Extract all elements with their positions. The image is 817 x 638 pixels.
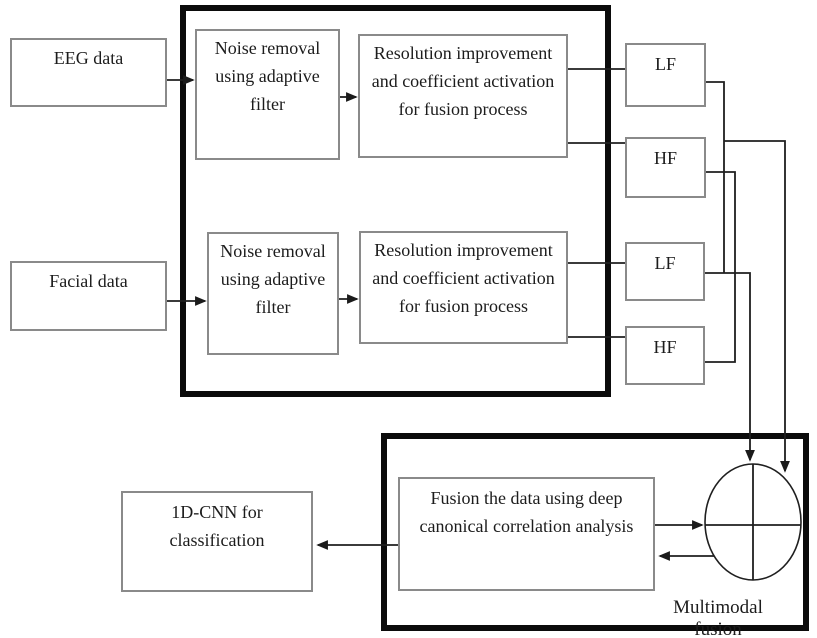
- text-line: for fusion process: [398, 99, 528, 119]
- text-line: using adaptive: [220, 269, 326, 289]
- lf-box-eeg: LF: [625, 43, 706, 107]
- preprocessing-group-box: [180, 5, 611, 397]
- resolution-improvement-box-eeg: Resolution improvement and coefficient a…: [358, 34, 568, 158]
- text-line: and coefficient activation: [372, 268, 555, 288]
- lf-label: LF: [654, 54, 676, 74]
- cnn-classifier-box: 1D-CNN for classification: [121, 491, 313, 592]
- hf-label: HF: [653, 337, 677, 357]
- multimodal-fusion-group-box: [381, 433, 809, 631]
- text-line: and coefficient activation: [371, 71, 555, 91]
- eeg-data-label: EEG data: [53, 48, 124, 68]
- noise-removal-box-facial: Noise removal using adaptive filter: [207, 232, 339, 355]
- text-line: 1D-CNN for: [171, 502, 263, 522]
- text-line: for fusion process: [399, 296, 528, 316]
- text-line: classification: [169, 530, 265, 550]
- text-line: Resolution improvement: [374, 240, 553, 260]
- arrow-routing-to-circle-left: [705, 272, 755, 462]
- text-line: Noise removal: [220, 241, 326, 261]
- text-line: filter: [255, 297, 291, 317]
- lf-label: LF: [654, 253, 676, 273]
- text-line: Resolution improvement: [373, 43, 553, 63]
- multimodal-fusion-label: Multimodal fusion: [673, 597, 763, 638]
- text-line: Noise removal: [214, 38, 321, 58]
- fusion-dcca-box: Fusion the data using deep canonical cor…: [398, 477, 655, 591]
- line-lf-eeg-routing: [706, 81, 725, 273]
- text-line: using adaptive: [215, 66, 320, 86]
- line-hf-bracket: [705, 171, 736, 363]
- text-line: Fusion the data using deep: [430, 488, 623, 508]
- noise-removal-box-eeg: Noise removal using adaptive filter: [195, 29, 340, 160]
- text-line: canonical correlation analysis: [419, 516, 634, 536]
- hf-box-facial: HF: [625, 326, 705, 385]
- hf-box-eeg: HF: [625, 137, 706, 198]
- text-line: filter: [250, 94, 285, 114]
- eeg-data-box: EEG data: [10, 38, 167, 107]
- arrow-routing-to-circle-right: [724, 140, 790, 473]
- facial-data-label: Facial data: [49, 271, 128, 291]
- facial-data-box: Facial data: [10, 261, 167, 331]
- lf-box-facial: LF: [625, 242, 705, 301]
- hf-label: HF: [653, 148, 677, 168]
- resolution-improvement-box-facial: Resolution improvement and coefficient a…: [359, 231, 568, 344]
